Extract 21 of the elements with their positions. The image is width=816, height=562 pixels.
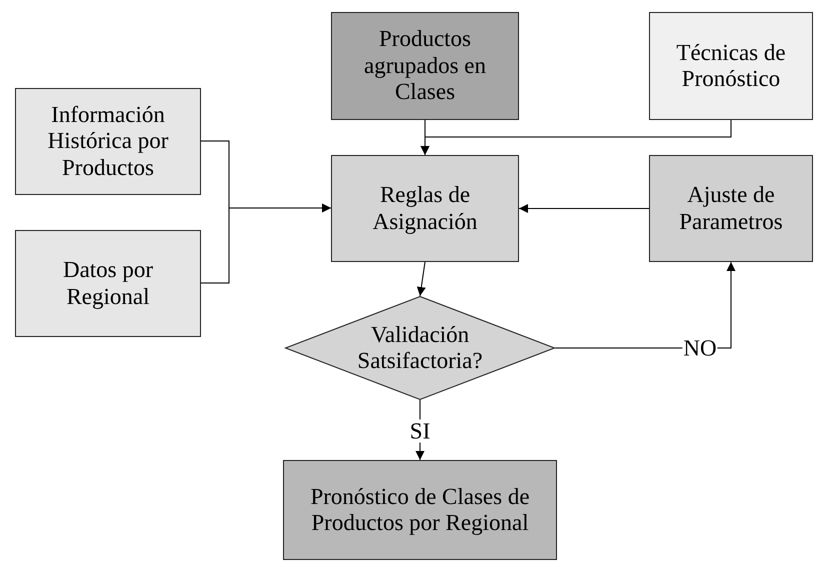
process-box [15, 230, 201, 337]
node-text: Ajuste de Parametros [678, 182, 784, 235]
process-box [331, 155, 519, 262]
arrow [416, 262, 426, 296]
node-text: Datos por Regional [62, 257, 154, 310]
node-text: Validación Satsifactoria? [356, 322, 484, 374]
decision-diamond [285, 296, 555, 400]
edge-label: SI [408, 420, 432, 442]
node-text: Reglas de Asignación [372, 182, 478, 235]
node-text: Técnicas de Pronóstico [675, 40, 787, 92]
node-text: Información Histórica por Productos [46, 102, 170, 182]
process-box [649, 155, 813, 262]
node-text: Productos agrupados en Clases [363, 26, 487, 106]
arrow [200, 204, 332, 284]
process-box [15, 88, 201, 195]
arrow [420, 120, 732, 156]
node-text: Pronóstico de Clases de Productos por Regional [309, 484, 531, 536]
process-box [649, 12, 813, 120]
process-box [331, 12, 519, 120]
process-box [283, 460, 557, 560]
arrow [518, 204, 650, 213]
